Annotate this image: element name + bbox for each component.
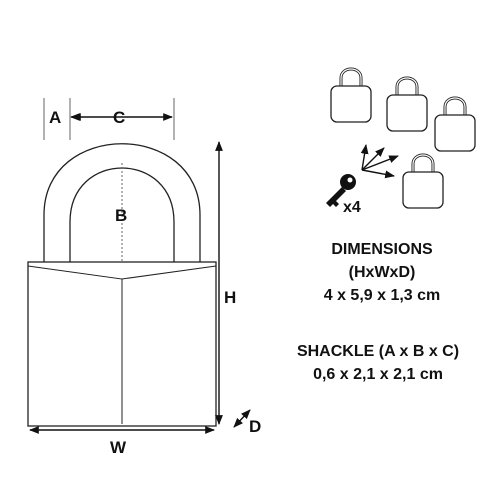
key-count: x4 xyxy=(343,199,361,216)
shackle-title: SHACKLE (A x B x C) xyxy=(297,343,459,360)
dimension-guides xyxy=(29,98,251,434)
shackle-outer xyxy=(43,143,201,262)
padlock-drawing xyxy=(27,143,217,427)
label-w: W xyxy=(110,438,127,457)
label-h: H xyxy=(224,288,236,307)
label-a: A xyxy=(49,108,61,127)
dimensions-value: 4 x 5,9 x 1,3 cm xyxy=(324,287,441,304)
mini-padlock-icon-2 xyxy=(386,76,428,132)
mini-padlock-icon-4 xyxy=(402,153,444,209)
label-d: D xyxy=(249,417,261,436)
mini-padlock-icon-3 xyxy=(434,96,476,152)
key-fan-arrows xyxy=(360,144,399,179)
dimensions-subtitle: (HxWxD) xyxy=(349,264,416,281)
key-icon xyxy=(326,174,356,207)
shackle-value: 0,6 x 2,1 x 2,1 cm xyxy=(313,366,443,383)
d-dimension-arrow xyxy=(233,409,251,428)
mini-padlock-icon-1 xyxy=(330,67,372,123)
label-c: C xyxy=(113,108,125,127)
dimensions-title: DIMENSIONS xyxy=(331,241,433,258)
label-b: B xyxy=(115,206,127,225)
body-facet-right xyxy=(121,265,217,280)
